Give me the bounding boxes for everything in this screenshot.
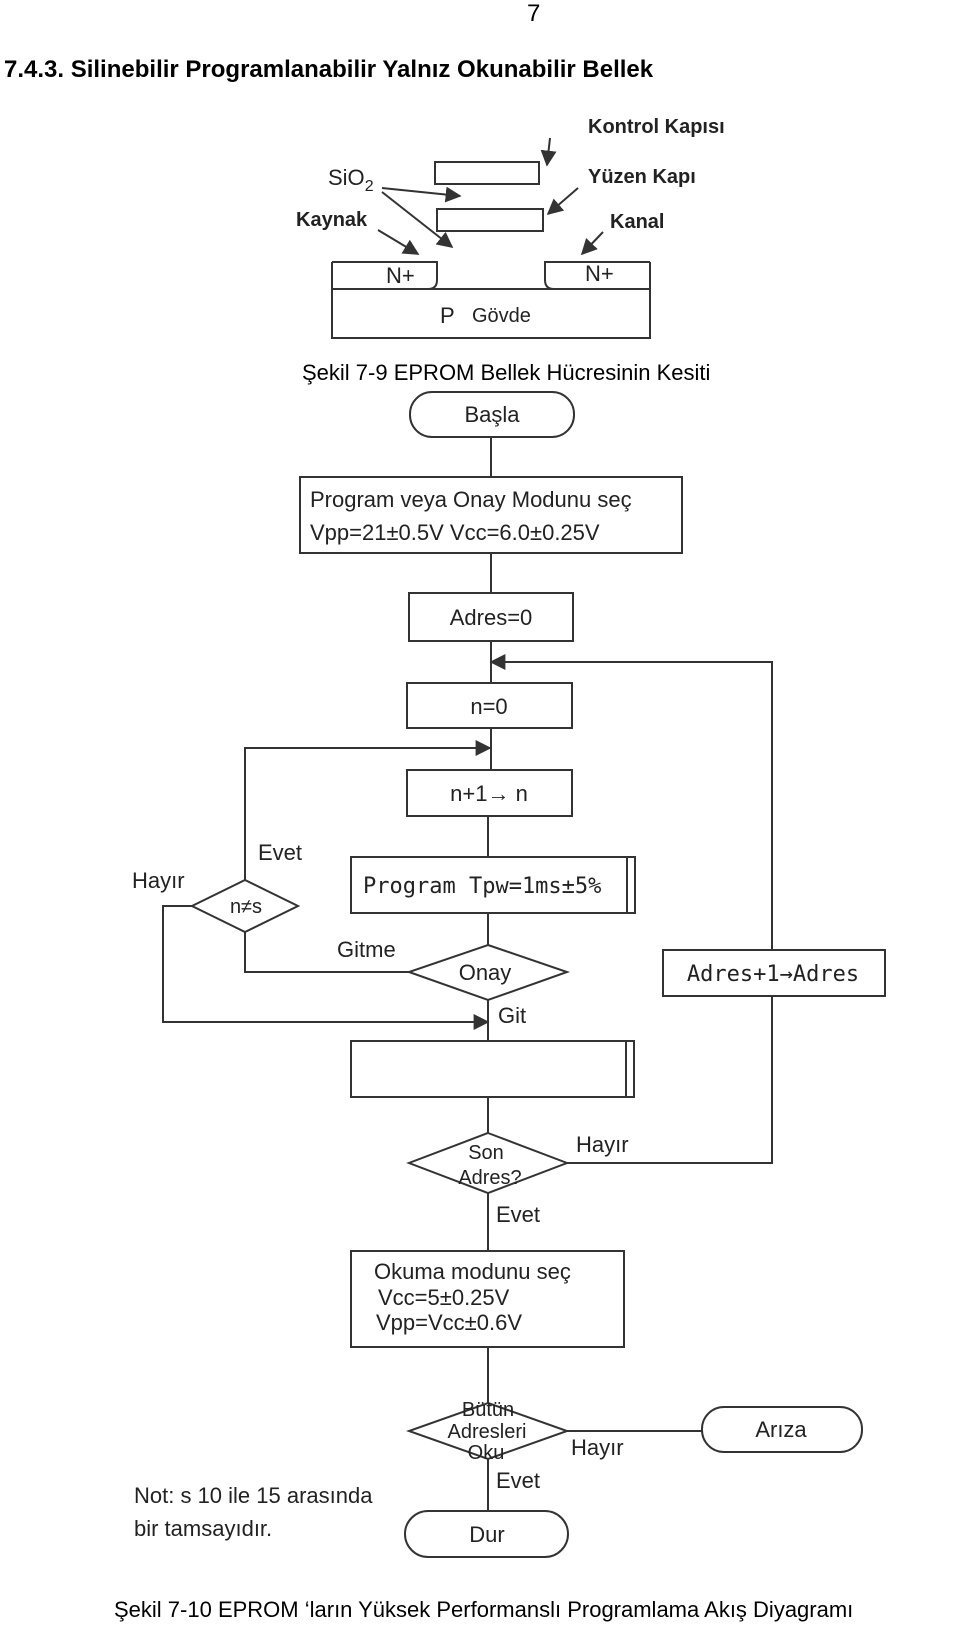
figure-7-9-caption: Şekil 7-9 EPROM Bellek Hücresinin Kesiti [302, 360, 711, 385]
fail-terminal [701, 1406, 863, 1453]
n-ne-s-decision [189, 878, 301, 934]
max-retry-line [162, 905, 490, 1030]
address-zero-box [408, 592, 574, 642]
address-zero-label: Adres=0 [450, 605, 533, 630]
stop-terminal [404, 1510, 569, 1558]
n-zero-box [406, 682, 573, 729]
son-line1: Son [468, 1142, 504, 1164]
read-mode-box [350, 1250, 625, 1348]
label-p: P [440, 303, 455, 328]
program-4n-box [350, 1040, 635, 1098]
address-increment-box [662, 949, 886, 997]
select-mode-line1: Program veya Onay Modunu seç [310, 487, 632, 512]
hayir-label-left: Hayır [132, 868, 185, 893]
address-increment-label: Adres+1→Adres [687, 962, 859, 987]
verify-all-decision [406, 1401, 570, 1461]
section-heading: 7.4.3. Silinebilir Programlanabilir Yaln… [4, 56, 654, 83]
read-mode-line2: Vcc=5±0.25V [378, 1285, 510, 1310]
program-1ms-box [350, 856, 636, 914]
substrate-body [331, 262, 651, 339]
sio2-pointer-2 [381, 191, 454, 248]
onay-label: Onay [459, 960, 512, 985]
start-label: Başla [464, 402, 520, 427]
label-sio2: SiO2 [328, 165, 374, 195]
fail-label: Arıza [755, 1417, 807, 1442]
n-zero-label: n=0 [470, 694, 507, 719]
verify-all-line2: Adresleri [448, 1421, 527, 1443]
figure-7-10-caption: Şekil 7-10 EPROM ‘ların Yüksek Performan… [114, 1597, 854, 1622]
verify-all-line1: Bütün [462, 1399, 514, 1421]
source-region [332, 261, 438, 290]
label-n-plus-drain: N+ [585, 261, 614, 286]
hayir-label-son: Hayır [576, 1132, 629, 1157]
git-label: Git [498, 1003, 526, 1028]
label-kontrol-kapisi: Kontrol Kapısı [588, 116, 725, 138]
start-terminal [409, 391, 575, 438]
kaynak-pointer [377, 229, 420, 255]
drain-region [544, 261, 650, 290]
label-yuzen-kapi: Yüzen Kapı [588, 166, 696, 188]
next-address-loop [489, 654, 773, 1164]
control-gate [434, 161, 540, 185]
kanal-pointer [580, 231, 604, 256]
last-address-decision [406, 1131, 570, 1195]
evet-label-top: Evet [258, 840, 302, 865]
n-increment-box [406, 769, 573, 817]
note-line1: Not: s 10 ile 15 arasında [134, 1483, 373, 1508]
note-line2: bir tamsayıdır. [134, 1516, 272, 1541]
label-kaynak: Kaynak [296, 209, 368, 231]
yuzen-kapi-pointer [546, 187, 579, 216]
label-govde: Gövde [472, 305, 531, 327]
stop-label: Dur [469, 1522, 504, 1547]
label-kanal: Kanal [610, 211, 664, 233]
n-increment-label: n+1→ n [450, 781, 528, 806]
retry-loop [244, 740, 492, 906]
hayir-label-verify: Hayır [571, 1435, 624, 1460]
flowchart: Başla Program veya Onay Modunu seç Vpp=2… [132, 391, 886, 1558]
verify-all-line3: Oku [468, 1442, 505, 1464]
verify-decision [405, 943, 571, 1002]
verify-fail-line [244, 932, 410, 973]
n-ne-s-label: n≠s [230, 896, 262, 918]
select-mode-box [299, 476, 683, 554]
eprom-cell-diagram: Kontrol Kapısı SiO2 Yüzen Kapı Kaynak Ka… [296, 116, 725, 339]
label-n-plus-source: N+ [386, 263, 415, 288]
read-mode-line1: Okuma modunu seç [374, 1259, 571, 1284]
gitme-label: Gitme [337, 937, 396, 962]
floating-gate [436, 208, 544, 232]
kontrol-kapisi-pointer [540, 137, 557, 167]
evet-label-son: Evet [496, 1202, 540, 1227]
read-mode-line3: Vpp=Vcc±0.6V [376, 1310, 522, 1335]
evet-label-verify: Evet [496, 1468, 540, 1493]
son-line2: Adres? [458, 1167, 521, 1189]
page-number: 7 [527, 0, 541, 27]
select-mode-line2: Vpp=21±0.5V Vcc=6.0±0.25V [310, 520, 600, 545]
sio2-pointer-1 [381, 186, 462, 203]
program-1ms-label: Program Tpw=1ms±5% [363, 874, 601, 899]
